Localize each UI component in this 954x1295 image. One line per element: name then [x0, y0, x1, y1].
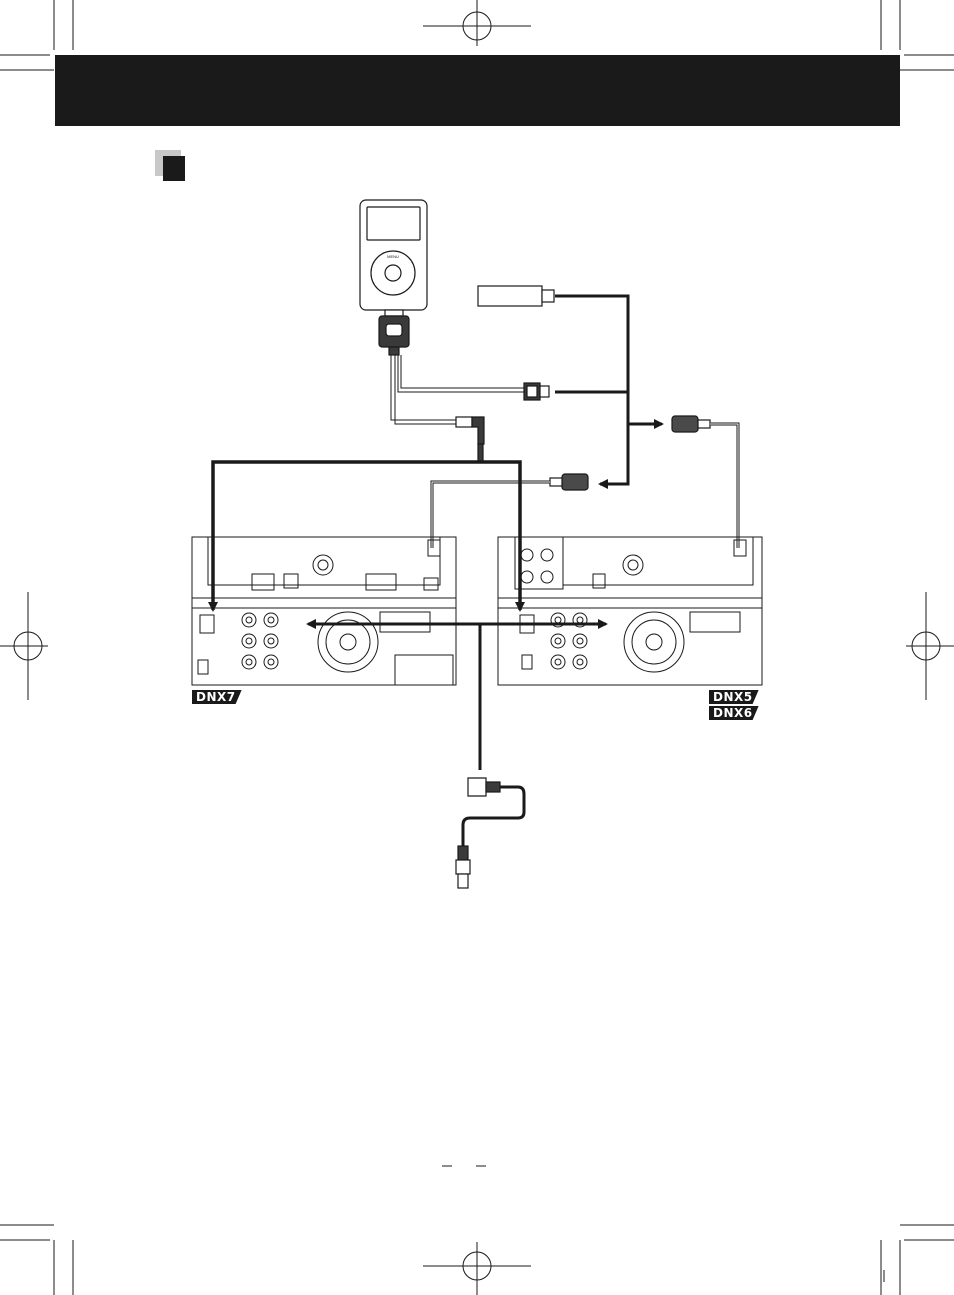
receiver-rear-panel-icon-right	[498, 537, 762, 685]
model-badge-dnx7: DNX7	[192, 690, 242, 704]
header-bar	[55, 55, 900, 126]
unit-link-arrow	[308, 624, 606, 770]
registration-mark-left	[0, 592, 48, 700]
svg-text:MENU: MENU	[387, 254, 399, 259]
ipod-cable	[391, 355, 524, 424]
usb-extension-cable-icon-right	[672, 416, 738, 548]
usb-memory-icon	[478, 286, 554, 306]
section-marker	[155, 150, 185, 181]
model-badge-dnx5: DNX5	[709, 690, 759, 704]
registration-mark-right	[906, 592, 954, 700]
mini-plug-icon	[456, 417, 484, 462]
gps-antenna-connector-icon	[456, 778, 524, 888]
connection-lines	[555, 296, 662, 484]
usb-plug-icon	[524, 383, 549, 400]
ipod-icon: MENU	[360, 200, 427, 310]
receiver-rear-panel-icon	[192, 537, 456, 685]
registration-mark-bottom	[423, 1242, 531, 1295]
dock-connector-icon	[379, 310, 409, 355]
registration-mark-top	[423, 0, 531, 46]
model-badge-dnx6: DNX6	[709, 706, 759, 720]
